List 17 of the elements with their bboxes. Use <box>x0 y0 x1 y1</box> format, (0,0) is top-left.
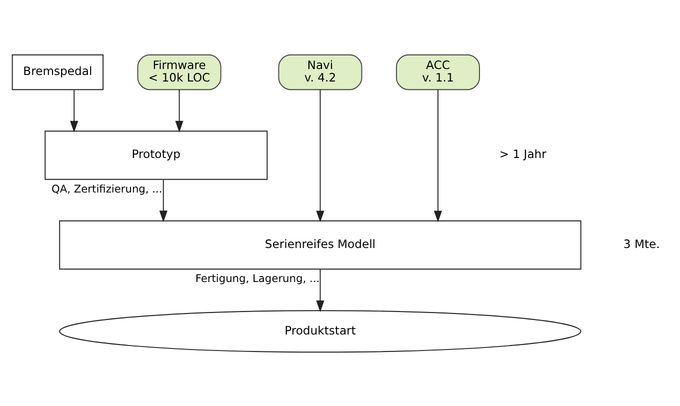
node-box: ACC v. 1.1 <box>396 54 480 90</box>
edge-label: Fertigung, Lagerung, ... <box>195 272 320 285</box>
arrow <box>159 178 168 222</box>
arrow <box>434 88 442 222</box>
arrow <box>175 88 184 132</box>
edge-label: QA, Zertifizierung, ... <box>52 182 162 195</box>
label: 3 Mte. <box>623 236 660 250</box>
arrow <box>316 88 324 222</box>
arrow <box>316 268 324 312</box>
node-box: Bremspedal <box>12 54 104 90</box>
node-box: Navi v. 4.2 <box>278 54 362 90</box>
node-ellipse: Produktstart <box>59 310 582 352</box>
label: > 1 Jahr <box>499 146 546 161</box>
node-box: Firmware < 10k LOC <box>137 54 222 90</box>
node-box: Prototyp <box>44 130 268 180</box>
arrow <box>70 88 78 132</box>
node-box: Serienreifes Modell <box>59 220 582 270</box>
